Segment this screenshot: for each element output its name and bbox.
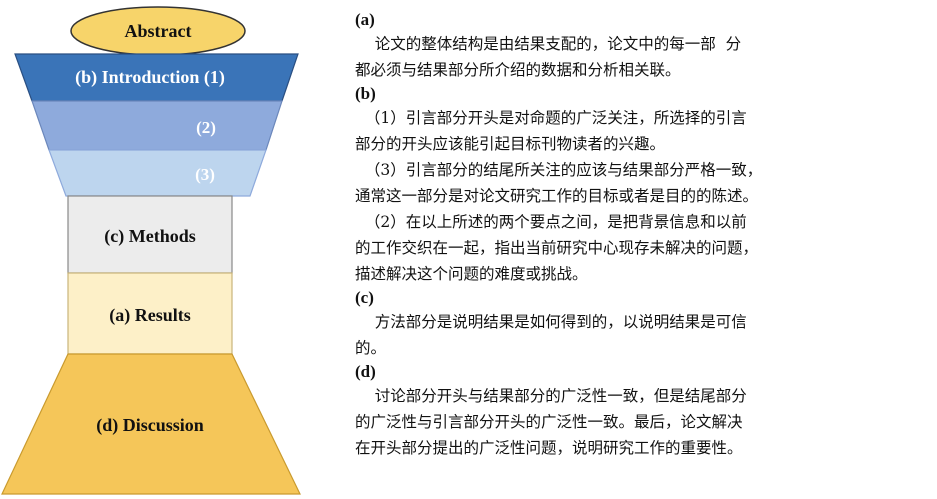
note-line: 在开头部分提出的广泛性问题，说明研究工作的重要性。 xyxy=(355,439,743,457)
note-line: 的工作交织在一起，指出当前研究中心现存未解决的问题， xyxy=(355,239,759,257)
note-heading: (b) xyxy=(355,84,376,103)
paper-structure-diagram: Abstract (b) Introduction (1) (2) (3) (c… xyxy=(1,6,301,495)
abstract-label: Abstract xyxy=(125,21,192,41)
note-results: (a) 论文的整体结构是由结果支配的，论文中的每一部 分 都必须与结果部分所介绍… xyxy=(355,10,915,82)
note-heading: (c) xyxy=(355,288,374,307)
note-line: 描述解决这个问题的难度或挑战。 xyxy=(355,265,588,283)
introduction-band-2 xyxy=(31,100,283,151)
note-line: 论文的整体结构是由结果支配的，论文中的每一部 分 xyxy=(355,35,742,53)
section-notes: (a) 论文的整体结构是由结果支配的，论文中的每一部 分 都必须与结果部分所介绍… xyxy=(355,10,915,462)
note-heading: (a) xyxy=(355,10,375,29)
introduction-band-3 xyxy=(48,149,267,197)
discussion-label: (d) Discussion xyxy=(96,415,204,436)
note-discussion: (d) 讨论部分开头与结果部分的广泛性一致，但是结尾部分 的广泛性与引言部分开头… xyxy=(355,362,915,460)
note-line: 讨论部分开头与结果部分的广泛性一致，但是结尾部分 xyxy=(355,387,747,405)
introduction-point-3-label: (3) xyxy=(195,165,215,184)
introduction-point-2-label: (2) xyxy=(196,118,216,137)
results-label: (a) Results xyxy=(109,305,191,326)
introduction-label: (b) Introduction (1) xyxy=(75,67,225,88)
note-line: 通常这一部分是对论文研究工作的目标或者是目的的陈述。 xyxy=(355,187,759,205)
note-heading: (d) xyxy=(355,362,376,381)
note-line: （2）在以上所述的两个要点之间，是把背景信息和以前 xyxy=(355,213,747,231)
note-line: 部分的开头应该能引起目标刊物读者的兴趣。 xyxy=(355,135,666,153)
note-methods: (c) 方法部分是说明结果是如何得到的，以说明结果是可信 的。 xyxy=(355,288,915,360)
results-box xyxy=(67,272,233,355)
note-line: 的广泛性与引言部分开头的广泛性一致。最后，论文解决 xyxy=(355,413,743,431)
methods-label: (c) Methods xyxy=(104,226,195,247)
discussion-band xyxy=(1,353,301,495)
note-line: 的。 xyxy=(355,339,387,357)
note-line: 方法部分是说明结果是如何得到的，以说明结果是可信 xyxy=(355,313,747,331)
note-line: （3）引言部分的结尾所关注的应该与结果部分严格一致， xyxy=(355,161,763,179)
note-introduction: (b) （1）引言部分开头是对命题的广泛关注，所选择的引言 部分的开头应该能引起… xyxy=(355,84,915,286)
note-line: 都必须与结果部分所介绍的数据和分析相关联。 xyxy=(355,61,681,79)
methods-box xyxy=(67,195,233,274)
note-line: （1）引言部分开头是对命题的广泛关注，所选择的引言 xyxy=(355,109,747,127)
